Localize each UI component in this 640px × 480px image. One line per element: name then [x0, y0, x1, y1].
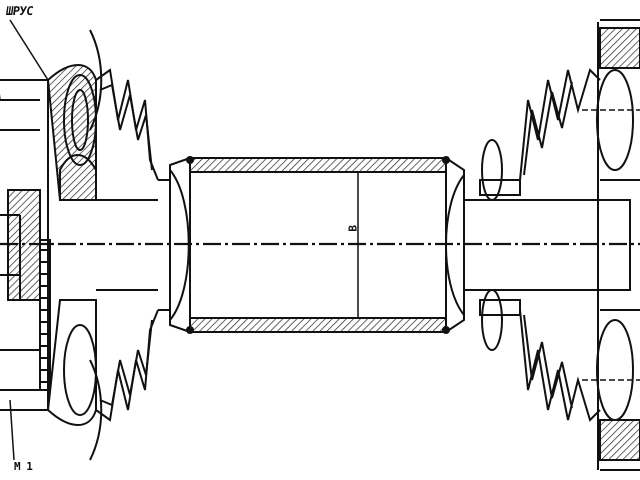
center-dimension-label: B	[346, 225, 360, 232]
joint-label: ШРУС	[5, 4, 34, 18]
left-boot-bellows	[95, 68, 171, 422]
left-joint-housing	[0, 79, 49, 411]
left-spline-ring	[39, 239, 51, 391]
left-joint-cage	[0, 19, 103, 461]
right-boot-bellows	[519, 68, 601, 422]
bottom-label: M 1	[14, 460, 33, 473]
right-shaft-collar	[464, 139, 600, 351]
right-joint-housing	[582, 19, 640, 471]
center-shaft-tube	[169, 156, 465, 334]
